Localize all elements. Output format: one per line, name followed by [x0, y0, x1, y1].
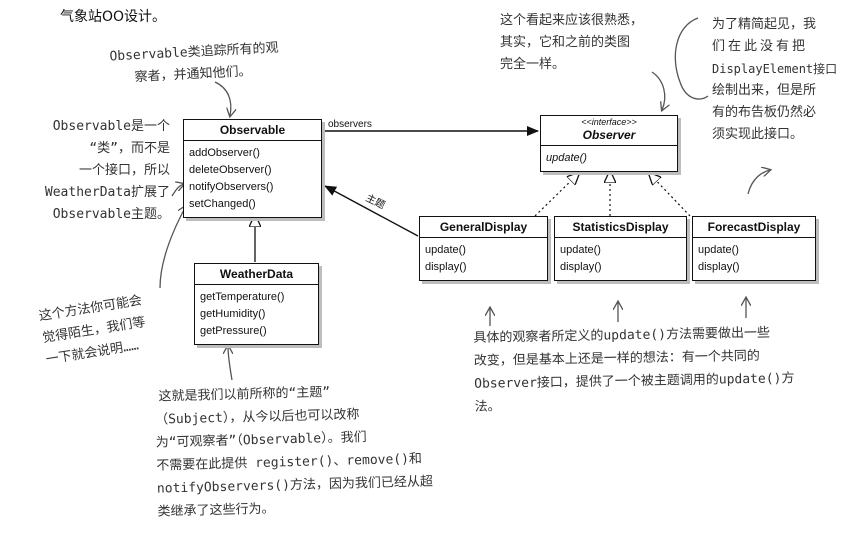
observer-stereotype: <<interface>> — [581, 117, 637, 127]
observable-method: addObserver() — [189, 147, 260, 159]
forecastdisplay-class: ForecastDisplay update() display() — [692, 216, 816, 281]
observers-label: observers — [328, 119, 372, 130]
statisticsdisplay-method: update() — [560, 244, 601, 256]
observable-class-name: Observable — [184, 120, 321, 141]
page-heading: 气象站OO设计。 — [60, 9, 167, 25]
observable-method: deleteObserver() — [189, 164, 272, 176]
observer-interface: <<interface>> Observer update() — [540, 115, 678, 172]
weatherdata-method: getPressure() — [200, 325, 267, 337]
note-arrow-isclass — [171, 184, 184, 197]
subject-association — [324, 185, 419, 237]
observable-class: Observable addObserver() deleteObserver(… — [183, 119, 322, 218]
note-arrow-brevity — [674, 17, 709, 100]
note-familiar: 这个看起来应该很熟悉，其实，它和之前的类图完全一样。 — [500, 13, 644, 72]
note-concrete-observers: 具体的观察者所定义的update()方法需要做出一些改变，但是基本上还是一样的想… — [473, 325, 795, 415]
forecastdisplay-method: update() — [698, 244, 739, 256]
statisticsdisplay-class-name: StatisticsDisplay — [555, 217, 686, 238]
forecastdisplay-method: display() — [698, 261, 740, 273]
observable-method: notifyObservers() — [189, 181, 274, 193]
general-realizes-line — [534, 172, 580, 217]
generaldisplay-method: update() — [425, 244, 466, 256]
weatherdata-class-name: WeatherData — [195, 264, 318, 285]
statisticsdisplay-method: display() — [560, 261, 602, 273]
generaldisplay-class-name: GeneralDisplay — [420, 217, 547, 238]
observer-interface-name: Observer — [582, 128, 636, 142]
forecast-realizes-line — [648, 172, 691, 217]
note-arrow-subject — [228, 346, 232, 381]
weatherdata-method: getHumidity() — [200, 308, 266, 320]
forecastdisplay-class-name: ForecastDisplay — [693, 217, 815, 238]
generaldisplay-class: GeneralDisplay update() display() — [419, 216, 548, 281]
note-arrow-familiar — [651, 71, 665, 110]
generaldisplay-method: display() — [425, 261, 467, 273]
statisticsdisplay-class: StatisticsDisplay update() display() — [554, 216, 687, 281]
note-subject-explanation: 这就是我们以前所称的“主题”（Subject），从今以后也可以改称为“可观察者”… — [154, 385, 434, 520]
observer-method: update() — [546, 152, 587, 164]
weatherdata-method: getTemperature() — [200, 291, 285, 303]
note-tracks-observers: Observable类追踪所有的观察者，并通知他们。 — [109, 40, 279, 86]
note-arrow-strange — [159, 206, 186, 289]
observable-method: setChanged() — [189, 198, 256, 210]
weatherdata-class: WeatherData getTemperature() getHumidity… — [194, 263, 319, 345]
note-arrow-brevity-2 — [747, 170, 770, 195]
note-arrow-tracks — [214, 81, 231, 116]
